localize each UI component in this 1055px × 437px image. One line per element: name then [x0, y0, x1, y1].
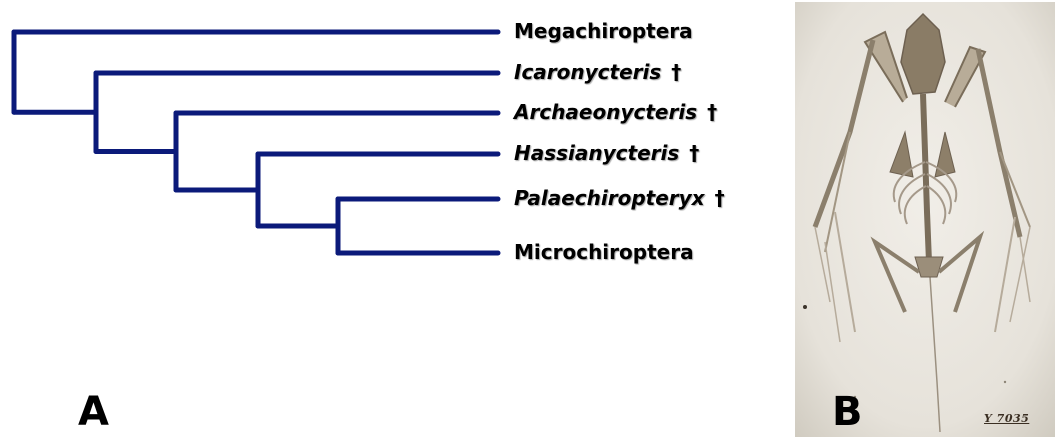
fossil-bat-photo [795, 2, 1055, 437]
taxon-label: Microchiroptera [514, 240, 694, 264]
extinct-dagger-icon: † [689, 141, 699, 165]
taxon-name: Hassianycteris [514, 141, 679, 165]
panel-letter-b: B [832, 392, 863, 432]
extinct-dagger-icon: † [707, 100, 717, 124]
taxon-name: Palaechiropteryx [514, 186, 705, 210]
extinct-dagger-icon: † [671, 60, 681, 84]
taxon-name: Microchiroptera [514, 240, 694, 264]
taxon-name: Archaeonycteris [514, 100, 697, 124]
taxon-label: Palaechiropteryx † [514, 186, 725, 210]
cladogram [0, 0, 520, 437]
panel-letter-a: A [78, 392, 109, 432]
taxon-label: Archaeonycteris † [514, 100, 717, 124]
extinct-dagger-icon: † [715, 186, 725, 210]
specimen-number: Y 7035 [984, 412, 1029, 425]
taxon-label: Hassianycteris † [514, 141, 699, 165]
taxon-label: Megachiroptera [514, 19, 693, 43]
taxon-name: Icaronycteris [514, 60, 661, 84]
taxon-label: Icaronycteris † [514, 60, 681, 84]
taxon-name: Megachiroptera [514, 19, 693, 43]
